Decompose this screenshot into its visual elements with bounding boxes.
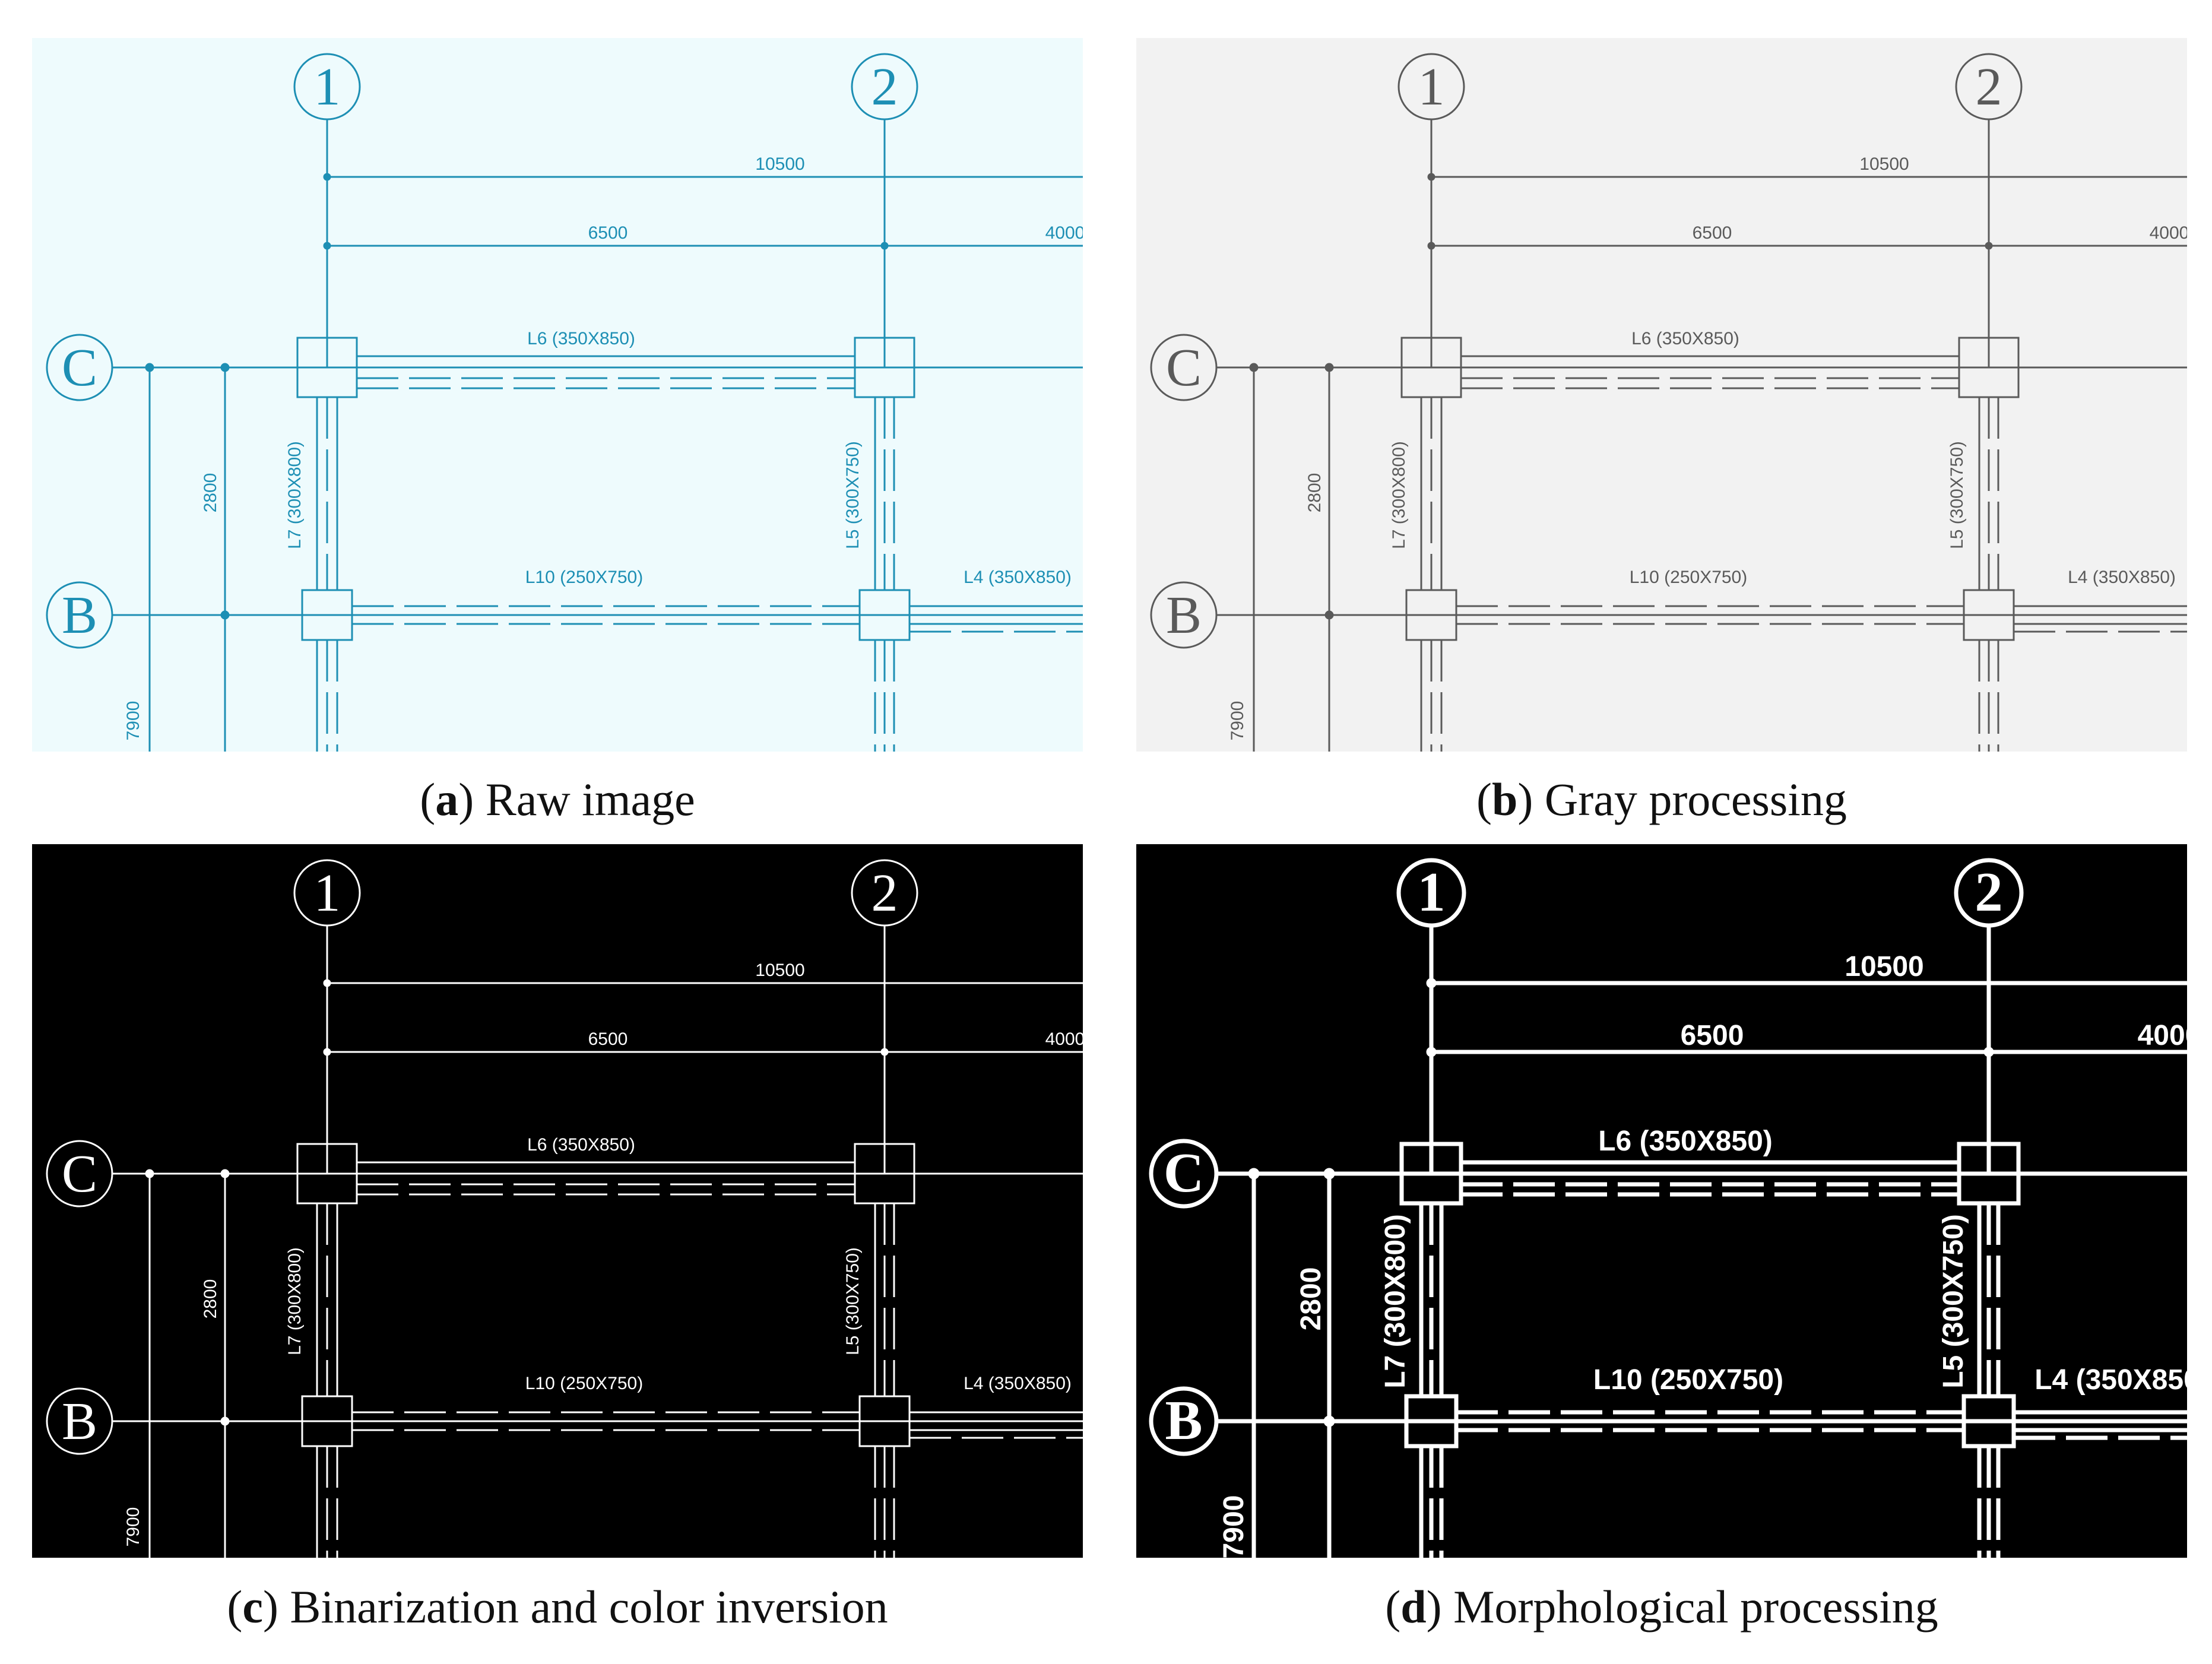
structural-drawing: 1 2C B 10500 6500 4000 2800 7900 L6 (350X850) L10…: [1150, 53, 2187, 752]
caption-d: (d) Morphological processing: [1385, 1581, 1938, 1633]
beam-label-l6: L6 (350X850): [527, 329, 635, 348]
beam-label-l4: L4 (350X850): [964, 568, 1072, 587]
dimension-label-4000: 4000: [1045, 223, 1083, 243]
beam-label-l10: L10 (250X750): [1630, 568, 1748, 587]
beam-label-l4: L4 (350X850): [2034, 1364, 2187, 1396]
dimension-tick: [1323, 1168, 1335, 1180]
dimension-tick: [145, 1169, 154, 1178]
dimension-label-7900: 7900: [123, 1507, 143, 1547]
dimension-tick: [323, 242, 331, 250]
beam-label-l5: L5 (300X750): [1938, 1214, 1969, 1389]
dimension-label-7900: 7900: [1218, 1495, 1250, 1558]
axis-label: 2: [1975, 861, 2002, 923]
caption-a: (a) Raw image: [420, 774, 695, 825]
axis-label: C: [62, 338, 97, 397]
axis-label: 2: [872, 864, 898, 923]
dimension-tick: [880, 242, 889, 250]
beam-label-l7: L7 (300X800): [285, 441, 305, 549]
dimension-tick: [220, 363, 230, 372]
dimension-label-6500: 6500: [1693, 223, 1732, 243]
dimension-label-6500: 6500: [1681, 1020, 1744, 1051]
dimension-tick: [1426, 978, 1437, 988]
beam-label-l7: L7 (300X800): [1380, 1214, 1411, 1389]
axis-label: B: [62, 586, 97, 645]
axis-label: 1: [1418, 58, 1445, 116]
dimension-tick: [323, 979, 331, 987]
axis-label: C: [1164, 1142, 1204, 1204]
caption-c: (c) Binarization and color inversion: [227, 1581, 888, 1633]
dimension-label-10500: 10500: [1845, 951, 1923, 982]
dimension-label-6500: 6500: [588, 223, 628, 243]
dimension-label-4000: 4000: [1045, 1029, 1083, 1049]
axis-label: C: [62, 1145, 97, 1203]
panel-morphological: 1 2C B 10500 6500 4000 2800 7900 L6 (350X850) L10…: [1136, 844, 2187, 1558]
beam-label-l10: L10 (250X750): [525, 568, 644, 587]
drawing-lines: [1150, 53, 2187, 752]
dimension-label-10500: 10500: [755, 961, 804, 980]
axis-label: 1: [314, 58, 341, 116]
axis-label: B: [62, 1392, 97, 1451]
axis-label: 2: [872, 58, 898, 116]
dimension-tick: [1426, 1047, 1437, 1057]
dimension-tick: [323, 1048, 331, 1056]
dimension-label-2800: 2800: [1295, 1267, 1327, 1331]
dimension-tick: [220, 1169, 230, 1178]
dimension-label-6500: 6500: [588, 1029, 628, 1049]
dimension-label-2800: 2800: [201, 1279, 220, 1319]
dimension-tick: [1427, 242, 1435, 250]
beam-label-l5: L5 (300X750): [843, 441, 863, 549]
dimension-label-10500: 10500: [1859, 154, 1909, 174]
axis-label: C: [1166, 338, 1202, 397]
beam-label-l4: L4 (350X850): [2068, 568, 2176, 587]
dimension-label-7900: 7900: [1228, 701, 1247, 741]
drawing-lines: [1149, 858, 2187, 1558]
dimension-tick: [220, 610, 230, 620]
axis-label: 1: [1417, 861, 1445, 923]
dimension-tick: [1248, 1168, 1260, 1180]
dimension-label-7900: 7900: [123, 701, 143, 741]
beam-label-l7: L7 (300X800): [1389, 441, 1409, 549]
beam-label-l5: L5 (300X750): [843, 1247, 863, 1355]
beam-label-l5: L5 (300X750): [1947, 441, 1967, 549]
axis-label: 1: [314, 864, 341, 923]
caption-b: (b) Gray processing: [1476, 774, 1847, 825]
drawing-lines: [46, 859, 1083, 1558]
structural-drawing: 1 2C B 10500 6500 4000 2800 7900 L6 (350X850) L10…: [46, 859, 1083, 1558]
structural-drawing: 1 2C B 10500 6500 4000 2800 7900 L6 (350X850) L10…: [46, 53, 1083, 752]
drawing-lines: [46, 53, 1083, 752]
beam-label-l10: L10 (250X750): [1593, 1364, 1783, 1396]
dimension-tick: [1324, 363, 1334, 372]
dimension-tick: [1427, 173, 1435, 181]
structural-drawing: 1 2C B 10500 6500 4000 2800 7900 L6 (350X850) L10…: [1149, 858, 2187, 1558]
dimension-tick: [1983, 1047, 1994, 1057]
dimension-label-2800: 2800: [201, 473, 220, 513]
dimension-label-4000: 4000: [2150, 223, 2187, 243]
dimension-tick: [1323, 1415, 1335, 1427]
dimension-label-2800: 2800: [1305, 473, 1324, 513]
dimension-tick: [880, 1048, 889, 1056]
axis-label: B: [1166, 586, 1202, 645]
axis-label: B: [1165, 1390, 1202, 1451]
dimension-tick: [323, 173, 331, 181]
beam-label-l10: L10 (250X750): [525, 1374, 644, 1393]
beam-label-l6: L6 (350X850): [1598, 1126, 1773, 1157]
dimension-tick: [220, 1416, 230, 1426]
dimension-tick: [1249, 363, 1259, 372]
beam-label-l6: L6 (350X850): [1631, 329, 1739, 348]
beam-label-l6: L6 (350X850): [527, 1135, 635, 1155]
dimension-tick: [1985, 242, 1993, 250]
beam-label-l7: L7 (300X800): [285, 1247, 305, 1355]
dimension-tick: [145, 363, 154, 372]
dimension-label-4000: 4000: [2138, 1020, 2187, 1051]
dimension-tick: [1324, 610, 1334, 620]
dimension-label-10500: 10500: [755, 154, 804, 174]
beam-label-l4: L4 (350X850): [964, 1374, 1072, 1393]
axis-label: 2: [1976, 58, 2002, 116]
